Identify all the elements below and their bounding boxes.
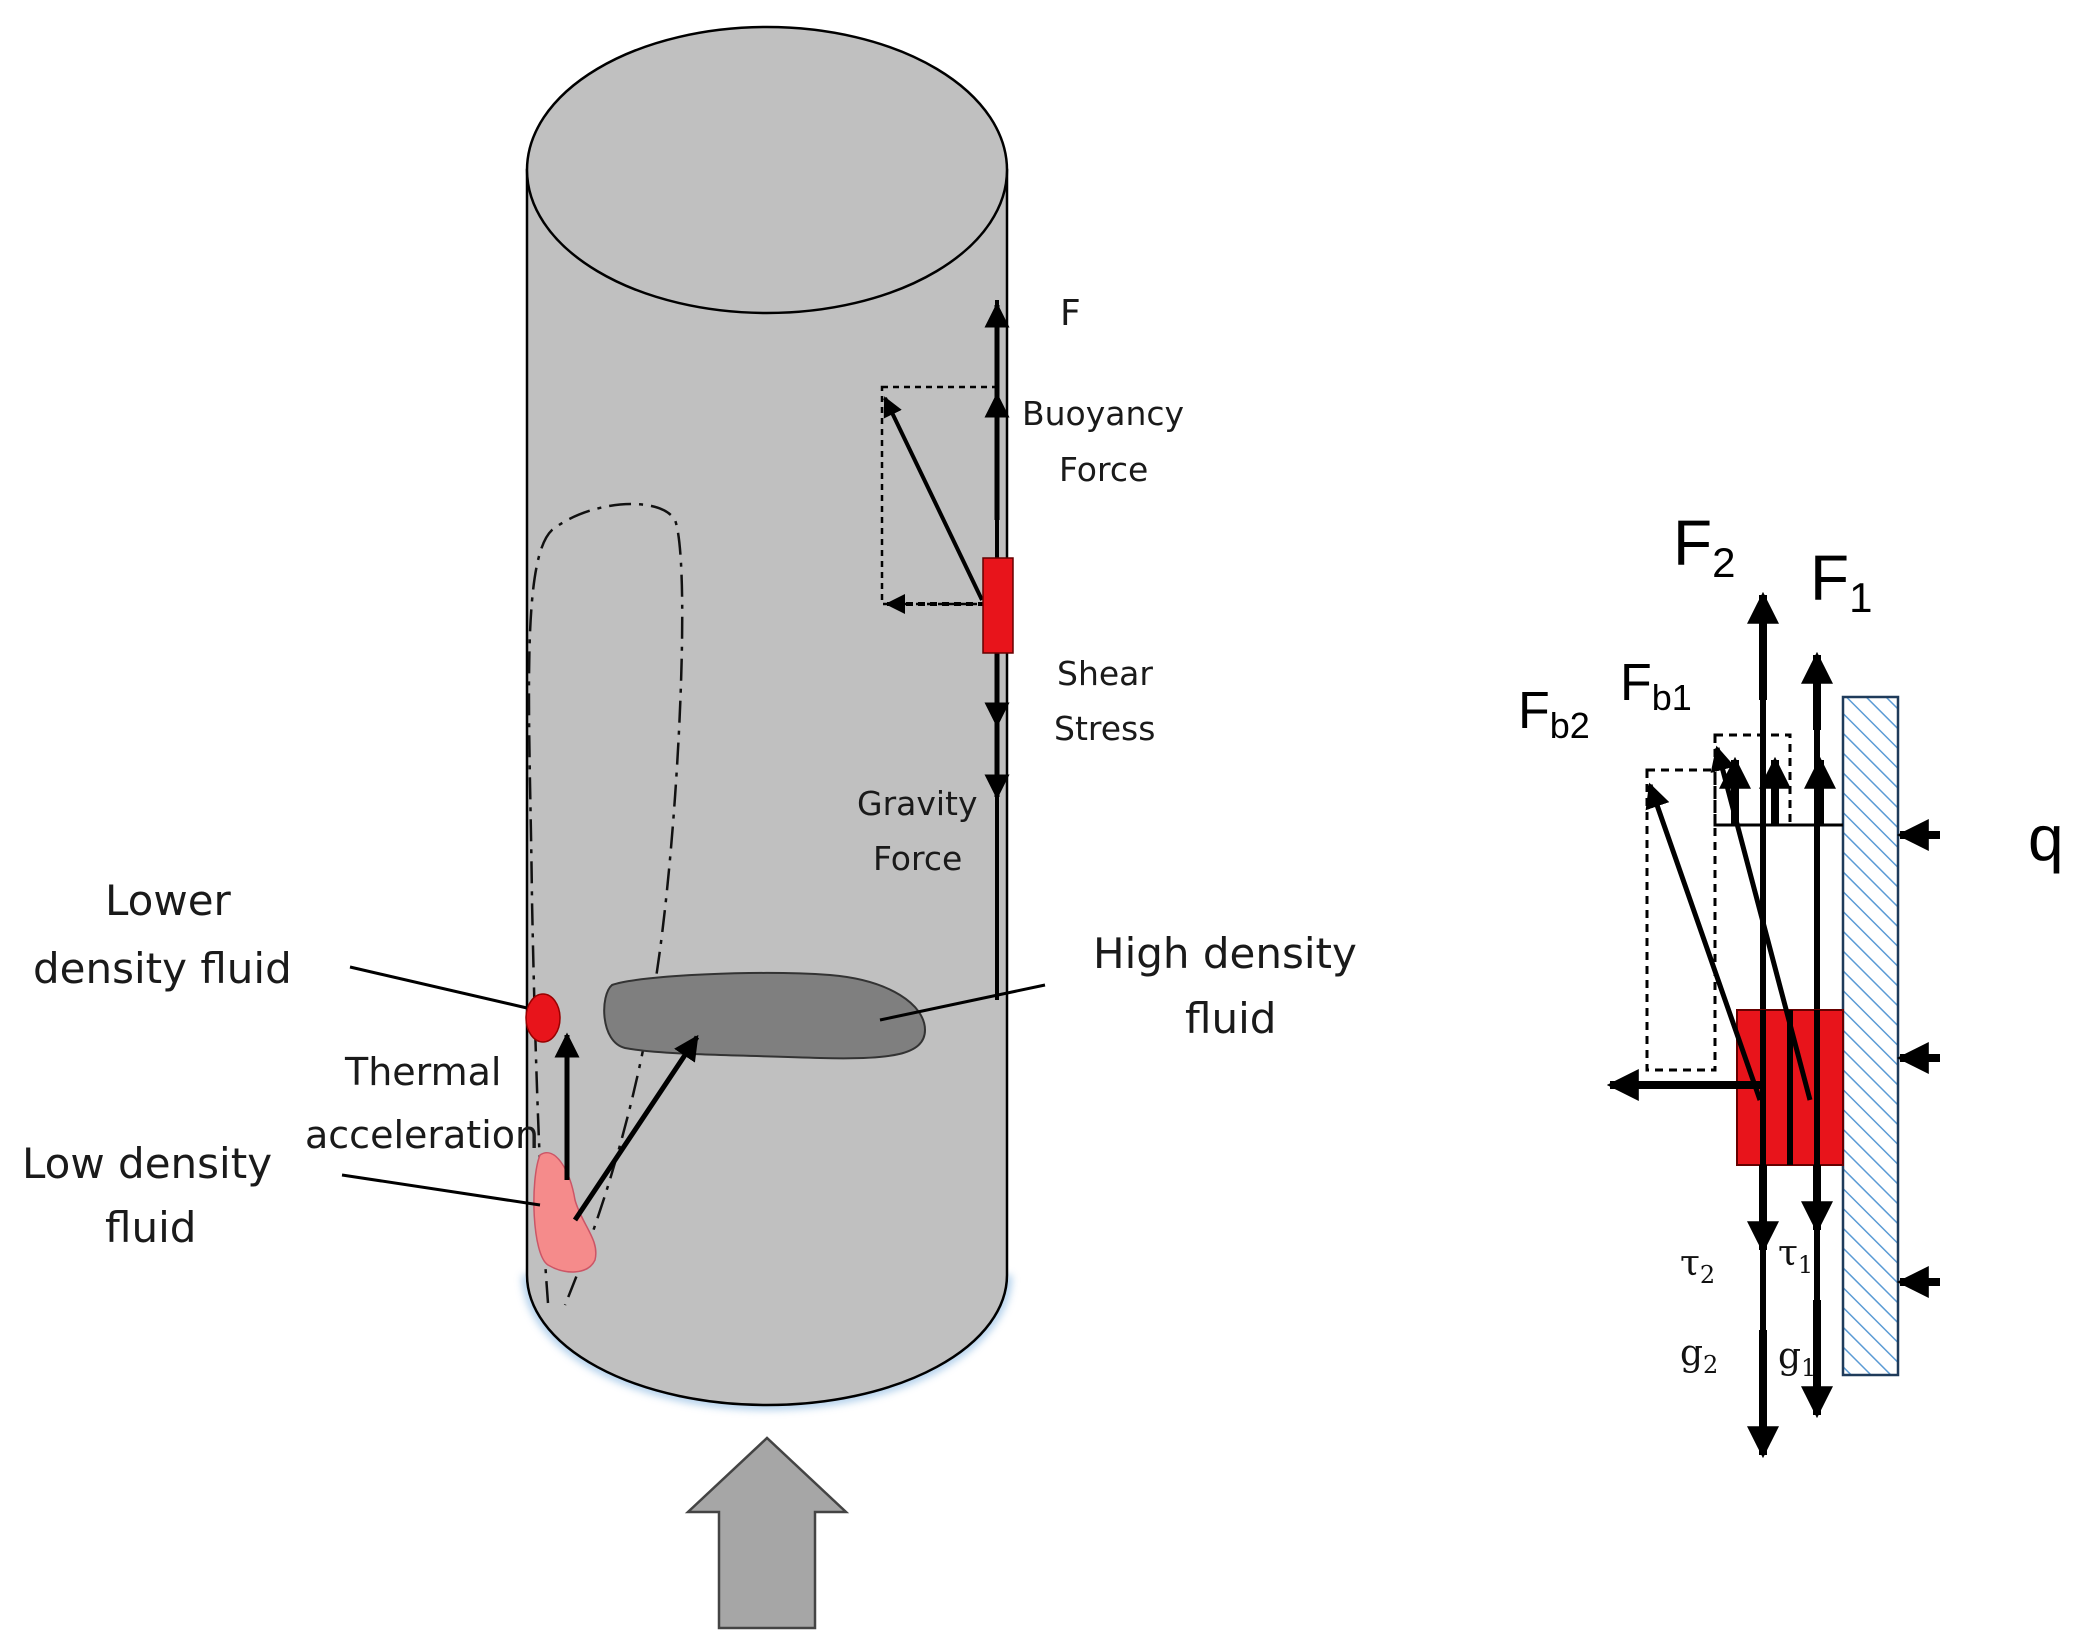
label-tau1: τ1 (1778, 1233, 1813, 1279)
leader-lower-density (349, 965, 528, 1010)
label-lower-density-1: Lower (105, 876, 232, 925)
cylinder-top (525, 25, 1009, 315)
label-fb2: Fb2 (1518, 682, 1590, 746)
cylinder-tube (522, 25, 1012, 1410)
high-density-blob (603, 972, 927, 1060)
leader-high-density (879, 983, 1046, 1022)
label-lower-density-2: density fluid (33, 944, 292, 993)
fluid-element-left (982, 557, 1014, 654)
inflow-arrow (684, 1436, 850, 1630)
heated-wall (1841, 695, 1900, 1377)
label-shear-1: Shear (1057, 654, 1153, 693)
label-thermal-1: Thermal (344, 1050, 502, 1094)
label-g2: g2 (1680, 1333, 1718, 1379)
label-fb1: Fb1 (1620, 654, 1692, 718)
label-q: q (2028, 802, 2064, 874)
label-g1: g1 (1778, 1336, 1816, 1382)
label-low-density-2: fluid (105, 1203, 196, 1252)
label-buoyancy-2: Force (1059, 450, 1148, 489)
label-tau2: τ2 (1680, 1243, 1715, 1289)
label-high-density-2: fluid (1185, 994, 1276, 1043)
force-diagram-left (880, 300, 1014, 1000)
label-f2: F2 (1673, 507, 1735, 586)
label-f1: F1 (1810, 542, 1872, 621)
label-force-top: F (1060, 293, 1081, 334)
leader-low-density (341, 1173, 541, 1207)
lower-density-dot (525, 993, 561, 1043)
label-high-density-1: High density (1093, 929, 1357, 978)
label-low-density-1: Low density (22, 1139, 272, 1188)
label-gravity-2: Force (873, 839, 962, 878)
label-gravity-1: Gravity (857, 784, 978, 823)
label-shear-2: Stress (1054, 709, 1155, 748)
thermal-arrow-diagonal (572, 1034, 700, 1222)
label-buoyancy-1: Buoyancy (1022, 394, 1184, 433)
force-diagram-right (1606, 591, 1940, 1459)
label-thermal-2: acceleration (305, 1113, 539, 1157)
